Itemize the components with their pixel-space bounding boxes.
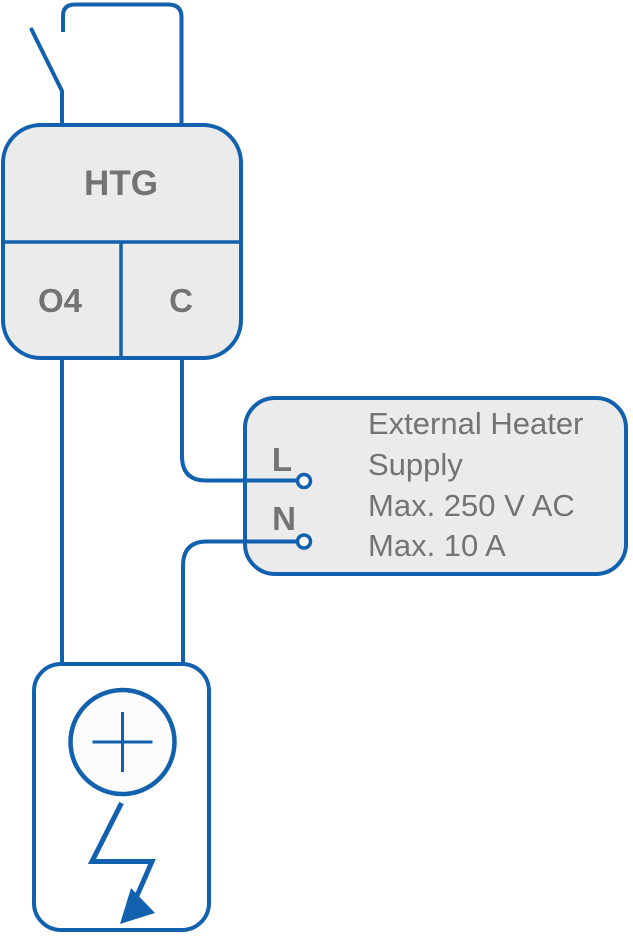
lightning-arrow-head-icon [120, 888, 155, 924]
supply-info-line-1: External Heater [368, 406, 583, 441]
relay-name-label: HTG [84, 164, 158, 203]
supply-terminal-n-label: N [272, 500, 296, 537]
heater-plus-icon [92, 712, 153, 772]
wire-n-to-heater [181, 539, 298, 665]
terminal-n-dot [295, 533, 313, 550]
relay-terminal-o4-label: O4 [38, 282, 83, 319]
lightning-arrow-shaft [87, 801, 156, 900]
switch-open-contact-icon [29, 27, 64, 128]
supply-block [243, 396, 628, 576]
terminal-l-dot [295, 472, 313, 490]
supply-info-line-3: Max. 250 V AC [368, 488, 575, 523]
supply-info-line-4: Max. 10 A [368, 528, 506, 563]
supply-info-line-2: Supply [368, 447, 463, 482]
supply-terminal-l-label: L [272, 441, 292, 478]
relay-terminal-c-label: C [169, 282, 193, 319]
wire-switch-to-c-terminal [61, 2, 184, 126]
wire-c-to-l [180, 357, 297, 483]
heater-block [32, 662, 211, 932]
